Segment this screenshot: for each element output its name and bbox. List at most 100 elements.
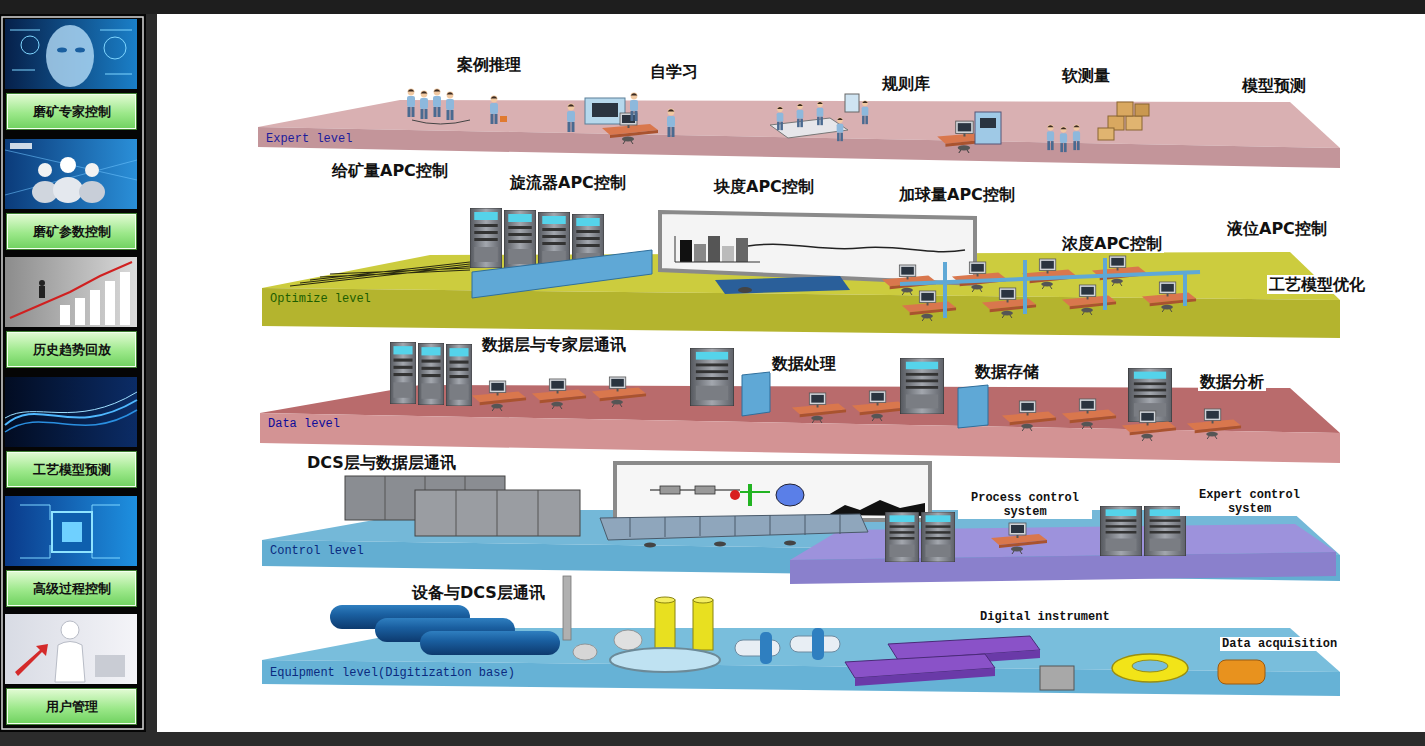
menu-label: 磨矿参数控制 xyxy=(33,223,111,241)
level-name: Data level xyxy=(268,417,340,431)
menu-image-team xyxy=(38,163,52,177)
menu-button: 工艺模型预测 xyxy=(6,451,137,488)
menu-image-trend xyxy=(5,257,137,327)
level-band: Expert level xyxy=(258,100,1340,168)
function-label: 数据分析 xyxy=(1198,372,1266,391)
menu-image-trend xyxy=(39,286,45,298)
menu-image-team xyxy=(60,157,76,173)
system-label: Expert control system xyxy=(1180,488,1319,516)
level-plane xyxy=(262,628,1340,696)
function-label: DCS层与数据层通讯 xyxy=(305,453,458,472)
function-label: 液位APC控制 xyxy=(1225,219,1329,238)
plane-front xyxy=(262,288,1340,338)
function-label: 设备与DCS层通讯 xyxy=(410,583,547,602)
control-screen xyxy=(740,491,770,493)
menu-image-team xyxy=(53,177,83,203)
level-name: Control level xyxy=(270,544,364,558)
menu-image-team xyxy=(85,163,99,177)
function-label: 数据处理 xyxy=(770,354,838,373)
function-label: 规则库 xyxy=(880,74,932,93)
menu-image-ai-face xyxy=(46,25,94,87)
level-plane xyxy=(260,385,1340,463)
menu-image-user xyxy=(5,614,137,684)
menu-button: 磨矿专家控制 xyxy=(6,93,137,130)
equipment-mills xyxy=(330,605,470,629)
menu-image-trend xyxy=(60,305,70,325)
menu-image-user xyxy=(15,644,48,676)
menu-image-chip xyxy=(62,522,82,542)
level-plane xyxy=(262,252,1340,338)
menu-button: 磨矿参数控制 xyxy=(6,213,137,250)
level-band: Optimize level xyxy=(262,252,1340,338)
menu-image-wave xyxy=(5,377,137,447)
menu-image-team xyxy=(5,139,137,209)
menu-image-user xyxy=(5,614,137,684)
level-band: Equipment level(Digitization base) xyxy=(262,628,1340,696)
control-screen xyxy=(695,486,715,494)
menu-image-wave xyxy=(5,392,137,418)
control-screen xyxy=(730,490,740,500)
plane-front xyxy=(790,552,1336,584)
menu-image-trend xyxy=(90,290,100,325)
menu-image-user xyxy=(55,642,85,683)
menu-image-ai-face xyxy=(10,30,132,74)
frame-bars xyxy=(2,17,143,729)
function-label: 块度APC控制 xyxy=(712,177,816,196)
function-label: 自学习 xyxy=(648,62,700,81)
menu-image-team xyxy=(10,143,32,149)
menu-image-ai-face xyxy=(104,37,126,59)
menu-image-user xyxy=(61,621,79,639)
function-label: 工艺模型优化 xyxy=(1267,275,1367,294)
menu-label: 工艺模型预测 xyxy=(33,461,111,479)
function-label: 数据层与专家层通讯 xyxy=(480,335,628,354)
menu-image-team xyxy=(5,150,137,195)
menu-image-trend xyxy=(120,272,130,325)
system-label: Process control system xyxy=(958,491,1092,519)
menu-button: 历史趋势回放 xyxy=(6,331,137,368)
equipment-tanks xyxy=(655,597,675,603)
level-plane xyxy=(258,100,1340,168)
menu-image-ai-face xyxy=(57,48,67,53)
menu-label: 磨矿专家控制 xyxy=(33,103,111,121)
menu-image-trend xyxy=(10,262,132,318)
menu-image-ai-face xyxy=(5,19,137,89)
function-label: 案例推理 xyxy=(455,55,523,74)
menu-image-ai-face xyxy=(75,48,85,53)
function-label: 旋流器APC控制 xyxy=(508,173,628,192)
menu-image-team xyxy=(32,181,58,203)
level-name: Optimize level xyxy=(270,292,371,306)
plane-front xyxy=(262,660,1340,696)
menu-image-wave xyxy=(5,410,137,432)
menu-image-chip xyxy=(52,512,92,552)
menu-image-ai-face xyxy=(21,36,39,54)
menu-image-trend xyxy=(75,298,85,325)
control-screen xyxy=(650,489,740,490)
frame-bars xyxy=(0,0,1425,14)
function-label: 软测量 xyxy=(1060,66,1112,85)
menu-label: 用户管理 xyxy=(46,698,98,716)
menu-button: 用户管理 xyxy=(6,688,137,725)
system-label: Digital instrument xyxy=(978,610,1112,624)
function-label: 数据存储 xyxy=(973,362,1041,381)
equipment-tanks xyxy=(693,597,713,603)
system-label: Data acquisition xyxy=(1220,637,1339,651)
menu-image-ai-face xyxy=(5,19,137,89)
menu-image-chip xyxy=(20,505,120,558)
menu-image-trend xyxy=(105,281,115,325)
menu-image-trend xyxy=(39,280,45,286)
control-screen xyxy=(660,486,680,494)
function-label: 给矿量APC控制 xyxy=(330,161,450,180)
level-plane xyxy=(262,510,1340,584)
level-band: Control level xyxy=(262,510,1340,584)
menu-image-trend xyxy=(5,257,137,327)
menu-image-user xyxy=(95,655,125,677)
level-band: Data level xyxy=(260,385,1340,463)
control-screen xyxy=(748,484,752,506)
function-label: 加球量APC控制 xyxy=(897,185,1017,204)
menu-image-chip xyxy=(5,496,137,566)
frame-bars xyxy=(0,14,146,732)
menu-label: 高级过程控制 xyxy=(33,580,111,598)
menu-image-team xyxy=(5,139,137,209)
